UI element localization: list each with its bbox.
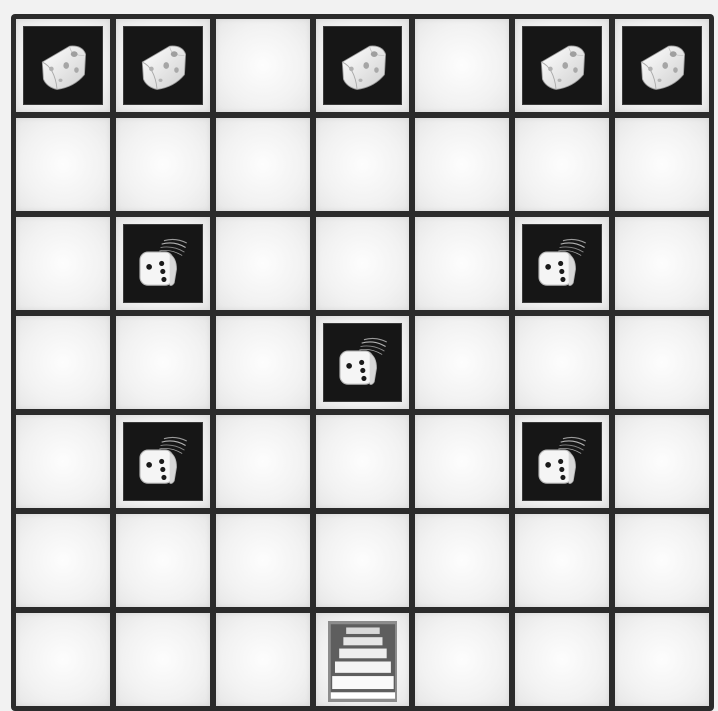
board-cell-r7-c5[interactable] xyxy=(415,613,509,706)
board-cell-r1-c4[interactable] xyxy=(316,19,410,112)
cheese-icon xyxy=(622,26,702,105)
board-cell-r5-c7[interactable] xyxy=(615,415,709,508)
board-cell-r4-c5[interactable] xyxy=(415,316,509,409)
board-cell-r5-c5[interactable] xyxy=(415,415,509,508)
board-cell-r7-c2[interactable] xyxy=(116,613,210,706)
cheese-icon xyxy=(323,26,403,105)
game-board xyxy=(11,14,714,711)
board-cell-r4-c1[interactable] xyxy=(16,316,110,409)
board-cell-r6-c5[interactable] xyxy=(415,514,509,607)
dice-icon xyxy=(522,224,602,303)
board-cell-r2-c2[interactable] xyxy=(116,118,210,211)
board-cell-r2-c5[interactable] xyxy=(415,118,509,211)
board-grid xyxy=(16,19,709,706)
board-cell-r3-c2[interactable] xyxy=(116,217,210,310)
board-cell-r5-c3[interactable] xyxy=(216,415,310,508)
cheese-icon xyxy=(522,26,602,105)
board-cell-r6-c7[interactable] xyxy=(615,514,709,607)
board-cell-r3-c4[interactable] xyxy=(316,217,410,310)
board-cell-r5-c1[interactable] xyxy=(16,415,110,508)
board-cell-r5-c4[interactable] xyxy=(316,415,410,508)
board-cell-r7-c3[interactable] xyxy=(216,613,310,706)
board-cell-r5-c6[interactable] xyxy=(515,415,609,508)
cheese-icon xyxy=(123,26,203,105)
board-cell-r6-c1[interactable] xyxy=(16,514,110,607)
board-cell-r1-c2[interactable] xyxy=(116,19,210,112)
dice-icon xyxy=(123,422,203,501)
board-cell-r5-c2[interactable] xyxy=(116,415,210,508)
board-cell-r4-c4[interactable] xyxy=(316,316,410,409)
board-cell-r2-c4[interactable] xyxy=(316,118,410,211)
board-cell-r3-c3[interactable] xyxy=(216,217,310,310)
board-cell-r3-c7[interactable] xyxy=(615,217,709,310)
board-cell-r1-c7[interactable] xyxy=(615,19,709,112)
board-cell-r1-c6[interactable] xyxy=(515,19,609,112)
board-cell-r1-c3[interactable] xyxy=(216,19,310,112)
board-cell-r7-c7[interactable] xyxy=(615,613,709,706)
board-cell-r1-c1[interactable] xyxy=(16,19,110,112)
board-cell-r7-c1[interactable] xyxy=(16,613,110,706)
board-cell-r1-c5[interactable] xyxy=(415,19,509,112)
board-cell-r4-c2[interactable] xyxy=(116,316,210,409)
board-cell-r4-c3[interactable] xyxy=(216,316,310,409)
board-cell-r2-c7[interactable] xyxy=(615,118,709,211)
board-cell-r6-c6[interactable] xyxy=(515,514,609,607)
board-cell-r2-c1[interactable] xyxy=(16,118,110,211)
board-cell-r6-c2[interactable] xyxy=(116,514,210,607)
board-cell-r3-c1[interactable] xyxy=(16,217,110,310)
board-cell-r6-c3[interactable] xyxy=(216,514,310,607)
board-cell-r7-c6[interactable] xyxy=(515,613,609,706)
cheese-icon xyxy=(23,26,103,105)
stairs-icon xyxy=(328,621,398,702)
board-cell-r4-c7[interactable] xyxy=(615,316,709,409)
board-cell-r2-c3[interactable] xyxy=(216,118,310,211)
board-cell-r7-c4[interactable] xyxy=(316,613,410,706)
dice-icon xyxy=(123,224,203,303)
dice-icon xyxy=(323,323,403,402)
board-cell-r4-c6[interactable] xyxy=(515,316,609,409)
board-cell-r3-c6[interactable] xyxy=(515,217,609,310)
board-cell-r3-c5[interactable] xyxy=(415,217,509,310)
board-cell-r6-c4[interactable] xyxy=(316,514,410,607)
dice-icon xyxy=(522,422,602,501)
board-cell-r2-c6[interactable] xyxy=(515,118,609,211)
